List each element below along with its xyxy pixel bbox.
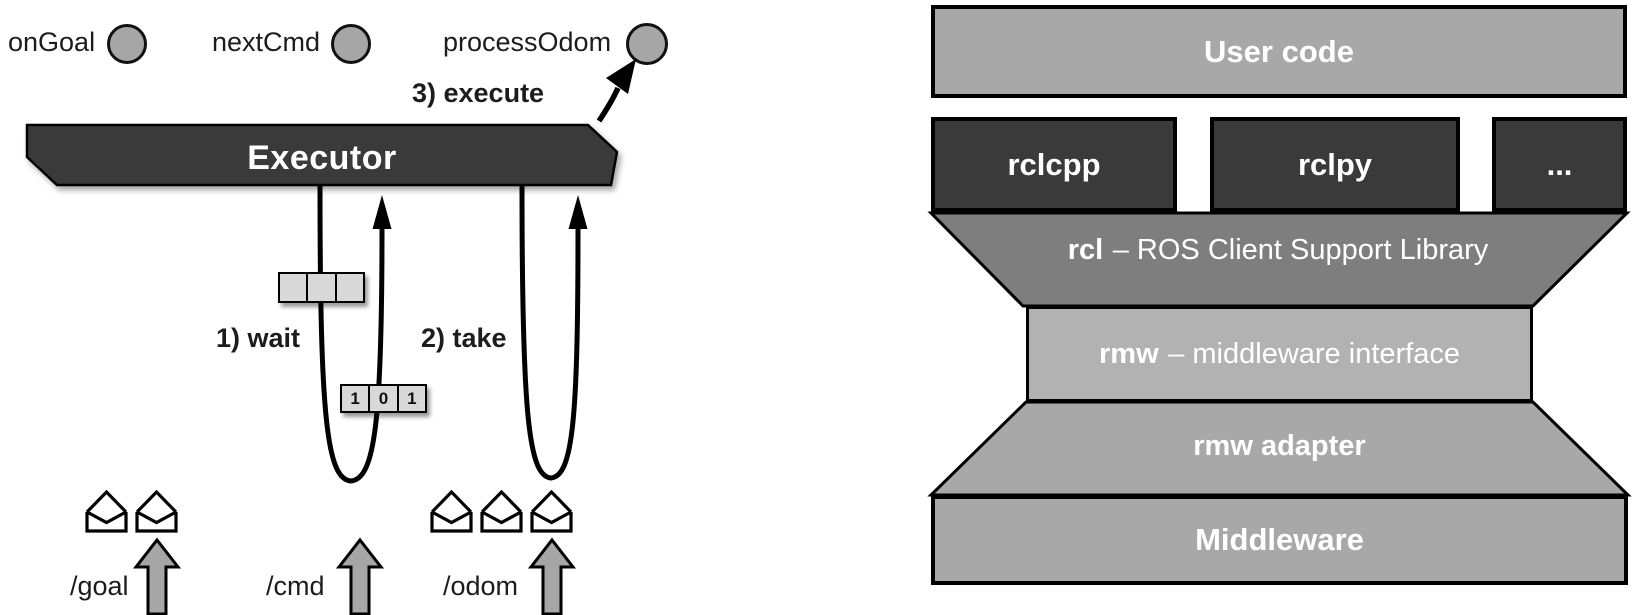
queue-cell: 0 [370,386,399,411]
layer-rclpy: rclpy [1210,117,1460,212]
cmd-input-arrow-icon [335,537,385,615]
callback-label-ongoal: onGoal [8,27,96,57]
executor-flow-graphics [25,59,636,615]
rmw-description: – middleware interface [1168,337,1460,370]
step-label-wait: 1) wait [216,323,301,353]
queue-cell: 1 [407,388,417,408]
execute-arrowhead-icon [606,59,636,94]
odom-envelopes [430,489,573,533]
executor-banner-shape [25,123,619,187]
callback-label-nextcmd: nextCmd [212,27,321,57]
layer-rmw-label: rmw – middleware interface [1099,337,1460,370]
ready-set-queue: 1 0 1 [340,384,427,413]
layer-other-client-libs: ... [1492,117,1627,212]
goal-envelopes [85,489,178,533]
rmw-adapter-trapezoid-shape [927,400,1632,497]
step-label-execute: 3) execute [412,78,545,108]
loop-cmd-path [317,185,385,484]
rcl-acronym: rcl [1067,234,1104,266]
loop-odom-arrowhead-icon [568,195,588,229]
queue-cell [280,274,309,301]
step-label-take: 2) take [421,323,507,353]
queue-cell: 1 [342,386,371,411]
topic-label-goal: /goal [70,571,129,601]
wait-set-queue [278,272,365,303]
queue-cell [308,274,337,301]
layer-rmw-adapter-label: rmw adapter [1193,430,1366,462]
layer-rclpy-label: rclpy [1297,146,1373,182]
envelope-icon [430,489,473,533]
layer-middleware: Middleware [931,495,1628,585]
layer-user-code: User code [931,5,1627,98]
layer-user-code-label: User code [1204,33,1354,69]
execute-arrow-path [596,86,621,123]
executor-label: Executor [247,139,397,177]
envelope-icon [85,489,128,533]
callback-label-processodom: processOdom [443,27,612,57]
callback-circle-ongoal [107,24,147,64]
topic-label-cmd: /cmd [266,571,325,601]
layer-rcl-label: rcl– ROS Client Support Library [1023,236,1533,265]
layer-rmw-interface: rmw – middleware interface [1026,306,1533,402]
layer-rclcpp-label: rclcpp [1007,146,1101,182]
callback-circle-nextcmd [331,24,371,64]
rmw-acronym: rmw [1099,337,1159,370]
layer-rclcpp: rclcpp [931,117,1177,212]
odom-input-arrow-icon [527,537,577,615]
envelope-icon [480,489,523,533]
loop-odom-path [519,185,581,481]
queue-cell [337,274,363,301]
envelope-icon [135,489,178,533]
layer-middleware-label: Middleware [1195,522,1364,557]
layer-other-client-libs-label: ... [1546,146,1573,182]
envelope-icon [530,489,573,533]
topic-label-odom: /odom [443,571,519,601]
stack-trapezoids [927,211,1632,497]
rcl-trapezoid-shape [927,211,1631,308]
rcl-description: – ROS Client Support Library [1112,234,1489,266]
goal-input-arrow-icon [132,537,182,615]
loop-cmd-arrowhead-icon [372,195,392,229]
callback-circle-processodom [626,23,668,65]
